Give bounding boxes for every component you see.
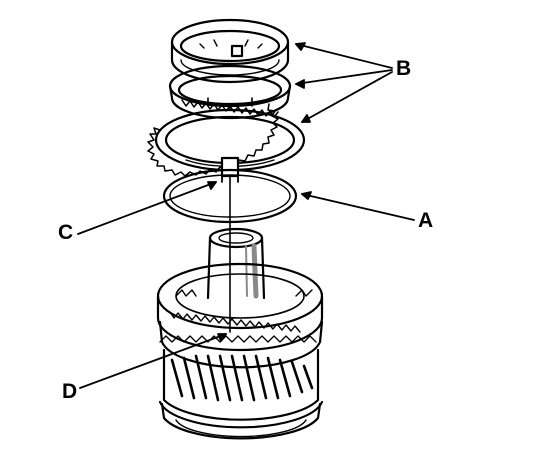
- callout-label-a: A: [418, 209, 434, 232]
- hub-shaft: [206, 227, 266, 300]
- helical-gear: [158, 348, 324, 440]
- callout-label-b: B: [396, 57, 412, 80]
- leader-lines: [77, 42, 415, 389]
- callout-label-c: C: [58, 221, 74, 244]
- gear-hub: [156, 262, 324, 369]
- outer-toothed-ring: [147, 103, 306, 178]
- top-blocking-ring: [170, 18, 290, 84]
- callout-label-d: D: [62, 380, 78, 403]
